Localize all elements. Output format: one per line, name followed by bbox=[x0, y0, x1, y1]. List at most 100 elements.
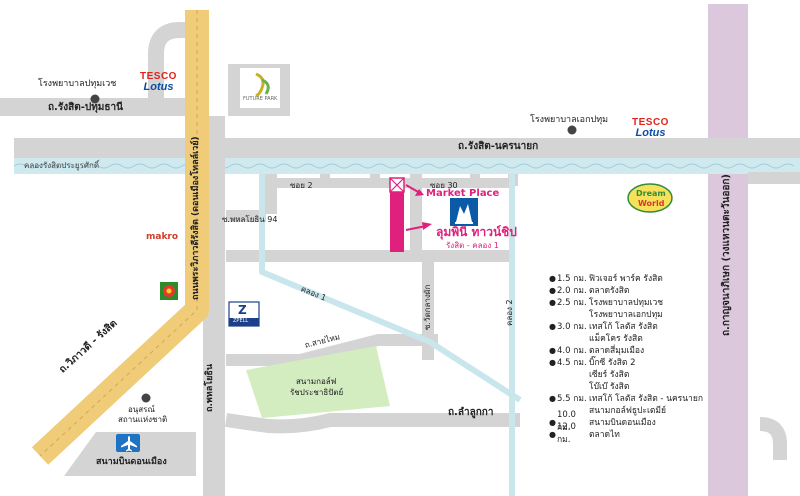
golf-label-1: สนามกอล์ฟ bbox=[296, 377, 337, 386]
future-park-label: FUTURE PARK bbox=[243, 96, 278, 102]
legend-place: โรงพยาบาลเอกปทุม bbox=[589, 310, 663, 320]
legend-bullet: ● bbox=[549, 345, 556, 355]
monument-dot bbox=[141, 393, 151, 403]
airport-icon bbox=[116, 434, 140, 452]
road-phahon-yothin-label: ถ.พหลโยธิน bbox=[205, 363, 215, 412]
legend-row: ●2.0 กม.ตลาดรังสิต bbox=[548, 284, 703, 297]
zpell-logo-letter: Z bbox=[238, 303, 247, 317]
soi-stub-2 bbox=[370, 174, 380, 186]
lumpini-sub-label: รังสิต - คลอง 1 bbox=[446, 241, 499, 250]
soi-phahon-94-label: ซ.พหลโยธิน 94 bbox=[222, 215, 278, 224]
legend-row: ●4.5 กม.บิ๊กซี รังสิต 2 bbox=[548, 356, 703, 369]
legend-place: สนามกอล์ฟธูปะเตมีย์ bbox=[589, 406, 667, 416]
canal-rangsit-label: คลองรังสิตประยูรศักดิ์ bbox=[24, 161, 100, 170]
lumpini-name-label: ลุมพินี ทาวน์ชิป bbox=[436, 225, 517, 239]
project-site-block bbox=[390, 192, 404, 252]
legend-place: แม็คโคร รังสิต bbox=[589, 334, 643, 344]
legend-row: ●5.5 กม.เทสโก้ โลตัส รังสิต - นครนายก bbox=[548, 392, 703, 405]
soi-phahon-94 bbox=[226, 250, 266, 262]
soi-left-stub bbox=[226, 210, 266, 222]
ring-road bbox=[708, 4, 748, 496]
legend-place: ตลาดสี่มุมเมือง bbox=[589, 346, 645, 356]
soi-30-label: ซอย 30 bbox=[430, 181, 458, 190]
road-rangsit-nakhon-label: ถ.รังสิต-นครนายก bbox=[458, 141, 539, 152]
makro-label: makro bbox=[146, 232, 179, 242]
khlong-2-label: คลอง 2 bbox=[505, 299, 514, 326]
legend-distance: 3.0 กม. bbox=[557, 322, 587, 332]
hospital-ekpathum-label: โรงพยาบาลเอกปทุม bbox=[530, 115, 609, 125]
legend-place: เทสโก้ โลตัส รังสิต bbox=[589, 322, 658, 332]
legend-place: เซียร์ รังสิต bbox=[589, 370, 630, 380]
lumpini-logo-icon bbox=[450, 198, 478, 226]
legend-bullet: ● bbox=[549, 417, 556, 427]
project-site-arrow bbox=[405, 222, 432, 231]
canal-rangsit bbox=[14, 158, 800, 174]
hospital-ekpathum-dot bbox=[567, 125, 577, 135]
road-kanchanaphisek-label: ถ.กาญจนาภิเษก (วงแหวนตะวันออก) bbox=[721, 173, 732, 336]
legend-place: ตลาดไท bbox=[589, 430, 620, 440]
soi-stub-1 bbox=[320, 174, 330, 186]
road-hook-bottom-right bbox=[759, 417, 787, 460]
road-lamlukka-label: ถ.ลำลูกกา bbox=[448, 407, 494, 418]
legend-row: สนามกอล์ฟธูปะเตมีย์ bbox=[548, 404, 703, 416]
hospital-pathumwet-label: โรงพยาบาลปทุมเวช bbox=[38, 79, 117, 89]
canal-waves bbox=[13, 163, 795, 169]
legend-place: สนามบินดอนเมือง bbox=[589, 418, 656, 428]
legend-bullet: ● bbox=[549, 297, 556, 307]
tesco-right-text: TESCO bbox=[632, 117, 669, 128]
monument-label-2: สถานแห่งชาติ bbox=[118, 415, 168, 424]
makro-icon bbox=[160, 282, 178, 300]
dream-world-label-2: World bbox=[638, 199, 665, 208]
zpell-icon bbox=[228, 301, 260, 327]
road-vibhavadi-main-label: ถนนพระวิภาวดีรังสิต (ดอนเมืองโทลล์เวย์) bbox=[191, 136, 201, 300]
lotus-right-text: Lotus bbox=[635, 126, 666, 139]
legend-bullet: ● bbox=[549, 321, 556, 331]
legend-bullet: ● bbox=[549, 285, 556, 295]
distance-legend: ●1.5 กม.ฟิวเจอร์ พาร์ค รังสิต ●2.0 กม.ตล… bbox=[548, 272, 703, 446]
zpell-logo-text: ZPELL bbox=[233, 318, 249, 324]
road-vibhavadi-tollway-edge bbox=[39, 10, 198, 457]
future-park-logo-icon bbox=[240, 68, 280, 108]
legend-distance: 12.0 กม. bbox=[557, 422, 576, 445]
legend-row: ●4.0 กม.ตลาดสี่มุมเมือง bbox=[548, 344, 703, 357]
road-lamlukka bbox=[225, 413, 520, 434]
legend-row: ●10.0 กม. สนามบินดอนเมือง bbox=[548, 410, 703, 433]
legend-distance: 10.0 กม. bbox=[557, 410, 576, 433]
legend-bullet: ● bbox=[549, 429, 556, 439]
legend-place: ตลาดรังสิต bbox=[589, 286, 630, 296]
soi-watklang bbox=[422, 250, 434, 360]
legend-bullet: ● bbox=[549, 273, 556, 283]
legend-distance: 2.0 กม. bbox=[557, 286, 587, 296]
road-hook-top-left bbox=[148, 22, 200, 98]
tesco-lotus-right-logo: TESCO Lotus bbox=[632, 118, 669, 138]
golf-label-2: รัชประชาธิปัตย์ bbox=[290, 388, 344, 397]
legend-row: เซียร์ รังสิต bbox=[548, 368, 703, 380]
road-rangsit-pathum bbox=[0, 98, 200, 116]
legend-distance: 1.5 กม. bbox=[557, 274, 587, 284]
legend-distance: 2.5 กม. bbox=[557, 298, 587, 308]
legend-bullet: ● bbox=[549, 393, 556, 403]
legend-distance: 4.0 กม. bbox=[557, 346, 587, 356]
tesco-lotus-left-logo: TESCO Lotus bbox=[140, 72, 177, 92]
airport-area bbox=[64, 432, 196, 476]
legend-row: แม็คโคร รังสิต bbox=[548, 332, 703, 344]
soi-watklang-label: ซ.วัดกลางผัก bbox=[423, 284, 432, 330]
soi-30 bbox=[410, 174, 422, 254]
legend-row: ●2.5 กม.โรงพยาบาลปทุมเวช bbox=[548, 296, 703, 309]
legend-row: ●1.5 กม.ฟิวเจอร์ พาร์ค รังสิต bbox=[548, 272, 703, 285]
market-place-label: Market Place bbox=[426, 188, 500, 199]
legend-place: บิ๊กซี รังสิต 2 bbox=[589, 358, 636, 368]
road-saimai bbox=[226, 334, 438, 366]
soi-2-label: ซอย 2 bbox=[290, 181, 313, 190]
soi-stub-3 bbox=[470, 174, 480, 186]
road-rangsit-pathum-label: ถ.รังสิต-ปทุมธานี bbox=[48, 102, 123, 113]
dream-world-label-1: Dream bbox=[636, 189, 666, 198]
legend-distance: 4.5 กม. bbox=[557, 358, 587, 368]
golf-course bbox=[246, 346, 390, 418]
legend-row: ●3.0 กม.เทสโก้ โลตัส รังสิต bbox=[548, 320, 703, 333]
legend-place: ฟิวเจอร์ พาร์ค รังสิต bbox=[589, 274, 663, 284]
legend-distance: 5.5 กม. bbox=[557, 394, 587, 404]
market-place-marker bbox=[389, 177, 405, 193]
airport-label: สนามบินดอนเมือง bbox=[96, 457, 167, 467]
